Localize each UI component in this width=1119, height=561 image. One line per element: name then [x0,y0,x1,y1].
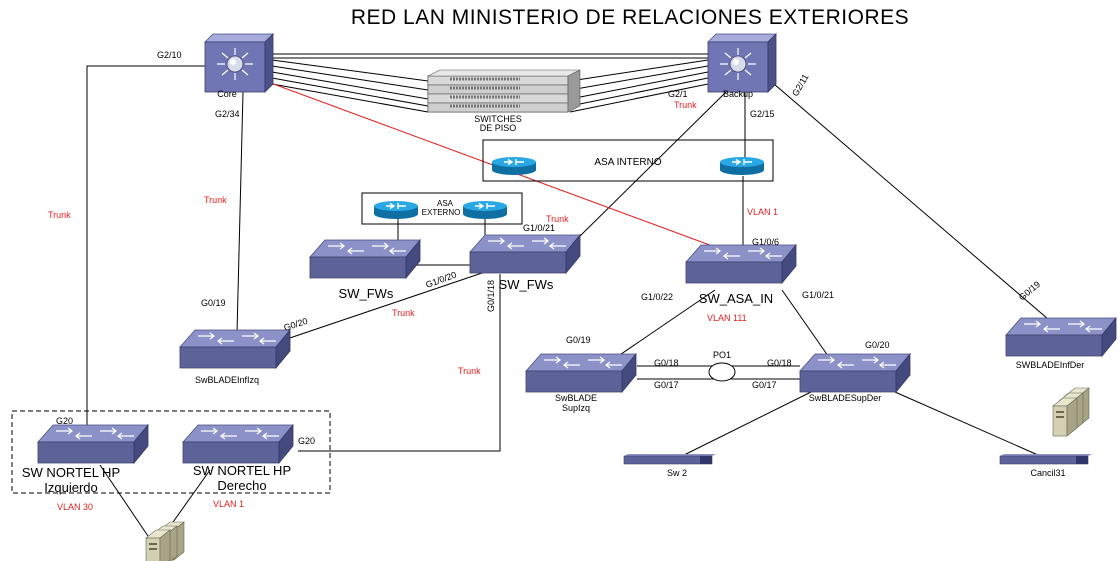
sw-fws-right-label: SW_FWs [499,277,554,292]
switches-piso-label-2: DE PISO [480,123,517,133]
port-fws-g0-1-18: G0/1/18 [486,280,496,312]
port-backup-g2-1: G2/1 [668,89,688,99]
port-nortel-izq-g20: G20 [56,416,73,426]
link-nortel-der-fws [298,274,501,452]
nortel-der-label-1: SW NORTEL HP [193,463,291,478]
link-backup-fws [575,91,727,241]
port-core-g2-10: G2/10 [157,50,182,60]
vlan111-label: VLAN 111 [707,313,747,323]
backup-switch-icon [707,33,777,93]
port-backup-g2-11: G2/11 [790,72,811,98]
vlan1-nortel-label: VLAN 1 [213,499,244,509]
port-core-g2-34: G2/34 [215,109,240,119]
swblade-inf-der-label: SWBLADEInfDer [1016,360,1085,370]
sw2-label: Sw 2 [667,468,687,478]
port-asa-in-g1-0-21: G1/0/21 [802,290,834,300]
diagram-title: RED LAN MINISTERIO DE RELACIONES EXTERIO… [351,6,909,29]
cancil31-label: Cancil31 [1030,468,1065,478]
link-backup-swbladeinfder [759,71,1056,326]
link-asain-supizq [604,289,716,366]
po1-bundle [708,362,736,382]
asa-interno-right-icon [719,156,765,176]
sw2-device-icon [623,454,716,465]
port-supder-g0-17: G0/17 [752,380,777,390]
server-bottom-icon [145,521,185,561]
swblade-sup-der-label: SwBLADESupDer [809,393,882,403]
trunk-left-label: Trunk [48,210,71,220]
port-supder-g0-20: G0/20 [865,340,890,350]
port-infizq-g0-20: G0/20 [283,316,309,333]
switches-piso-label-1: SWITCHES [474,114,522,124]
link-nortel-izq-server [99,464,149,537]
port-fws-g1-0-21: G1/0/21 [523,223,555,233]
link-infizq-fws [274,271,486,344]
asa-externo-right-icon [462,200,508,220]
trunk-nortel-fws-label: Trunk [458,366,481,376]
core-switch-icon [204,33,274,93]
port-backup-g2-15: G2/15 [750,109,775,119]
sw-asa-in-label: SW_ASA_IN [699,291,773,306]
link-nortel-der-server [165,469,211,533]
trunk-fws-label: Trunk [546,214,569,224]
link-supder-cancil31 [894,391,1039,456]
vlan1-asa-label: VLAN 1 [747,207,778,217]
swblade-inf-der-icon [1005,317,1117,357]
cancil31-device-icon [999,454,1092,465]
swblade-sup-der-icon [799,353,911,393]
po1-label: PO1 [713,350,731,360]
swblade-inf-izq-icon [179,329,291,369]
port-supizq-g0-17: G0/17 [654,380,679,390]
core-label: Core [217,89,237,99]
nortel-der-label-2: Derecho [217,478,266,493]
trunk-core-infizq-label: Trunk [204,195,227,205]
port-nortel-der-g20: G20 [298,436,315,446]
asa-externo-left-icon [373,200,419,220]
nortel-der-icon [182,424,294,464]
swblade-sup-izq-label-2: SupIzq [562,403,590,413]
swblade-sup-izq-icon [525,353,637,393]
swblade-inf-izq-label: SwBLADEInfIzq [195,375,259,385]
asa-externo-label-1: ASA [437,199,454,208]
sw-fws-left-icon [309,239,421,279]
switches-de-piso-icon [427,69,581,113]
port-asa-in-g1-0-22: G1/0/22 [641,292,673,302]
nortel-izq-label-1: SW NORTEL HP [22,465,120,480]
backup-label: Backup [723,89,753,99]
port-infizq-g0-19: G0/19 [201,298,226,308]
port-supizq-g0-19: G0/19 [566,335,591,345]
sw-asa-in-icon [685,244,797,284]
asa-interno-left-icon [491,156,537,176]
link-core-swbladeinfizq [236,91,244,334]
trunk-infizq-fws-label: Trunk [392,308,415,318]
server-right-icon [1052,387,1090,437]
asa-externo-label-2: EXTERNO [422,208,461,217]
trunk-backup-label: Trunk [674,100,697,110]
link-core-nortel-izq [86,65,205,430]
swblade-sup-izq-label-1: SwBLADE [555,393,597,403]
sw-fws-right-icon [469,234,581,274]
link-asain-supder [781,289,834,364]
sw-fws-left-label: SW_FWs [339,286,394,301]
vlan30-label: VLAN 30 [57,502,93,512]
asa-externo-box [361,192,523,225]
nortel-izq-label-2: Izquierdo [44,480,97,495]
asa-interno-label: ASA INTERNO [594,157,661,168]
port-supder-g0-18: G0/18 [767,358,792,368]
link-supder-sw2 [683,389,816,456]
port-supizq-g0-18: G0/18 [654,358,679,368]
port-asa-in-g1-0-6: G1/0/6 [752,237,779,247]
nortel-izq-icon [37,424,149,464]
port-infder-g0-19: G0/19 [1017,279,1042,302]
asa-interno-box [482,139,774,182]
